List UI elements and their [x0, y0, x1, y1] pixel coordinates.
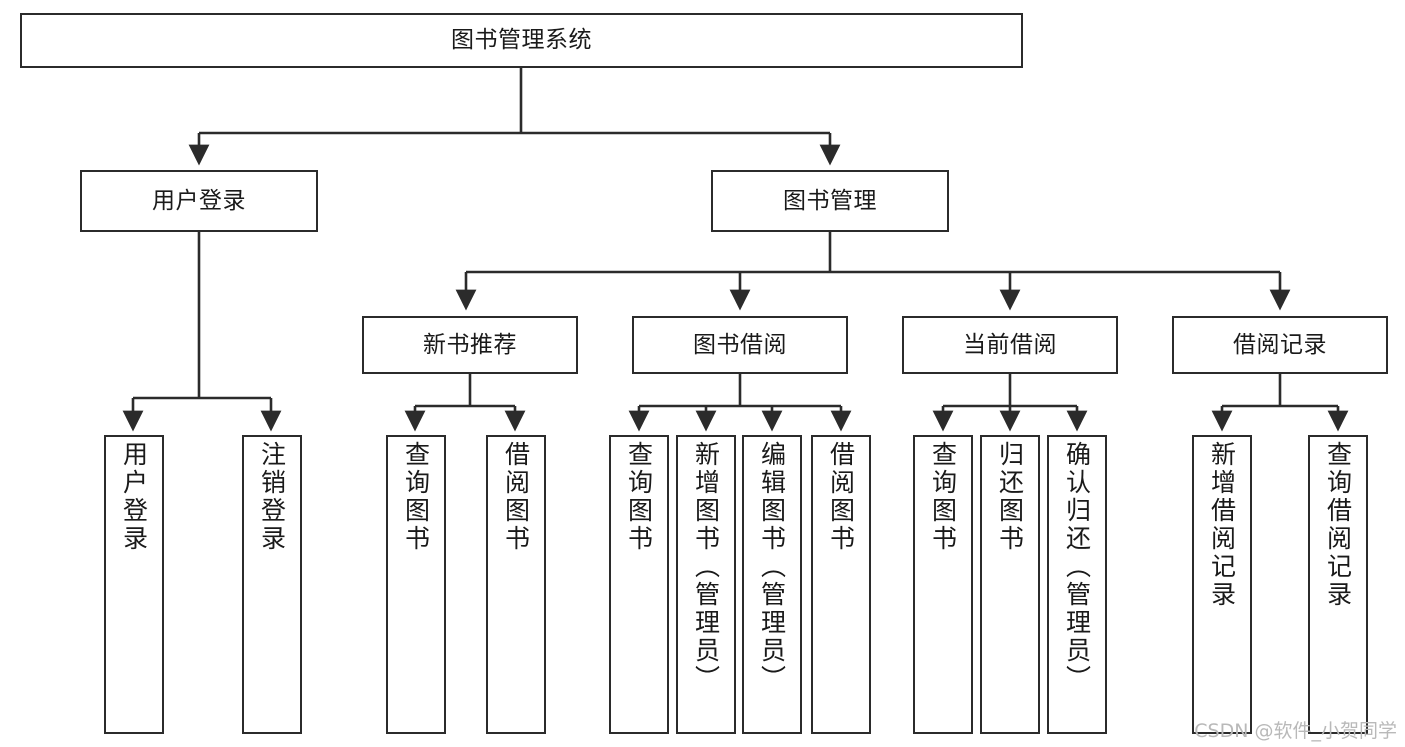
node-book-management-system[interactable]: 图书管理系统 [20, 13, 1023, 68]
node-leaf-borrow-book-1[interactable]: 借阅图书 [486, 435, 546, 734]
node-leaf-query-record[interactable]: 查询借阅记录 [1308, 435, 1368, 734]
node-current-borrow[interactable]: 当前借阅 [902, 316, 1118, 374]
node-label: 查询图书 [928, 441, 958, 553]
node-label: 借阅图书 [501, 441, 531, 553]
node-label: 借阅图书 [826, 441, 856, 553]
node-label: 图书借阅 [693, 331, 787, 358]
node-leaf-add-book[interactable]: 新增图书（管理员） [676, 435, 736, 734]
node-label: 编辑图书（管理员） [757, 441, 787, 693]
node-label: 用户登录 [152, 187, 246, 214]
node-label: 查询图书 [624, 441, 654, 553]
watermark-text: CSDN @软件_小贺同学 [1194, 720, 1397, 742]
node-new-book-recommend[interactable]: 新书推荐 [362, 316, 578, 374]
node-leaf-add-record[interactable]: 新增借阅记录 [1192, 435, 1252, 734]
node-leaf-query-book-1[interactable]: 查询图书 [386, 435, 446, 734]
node-leaf-borrow-book-2[interactable]: 借阅图书 [811, 435, 871, 734]
node-label: 图书管理系统 [451, 27, 592, 54]
node-leaf-return-book[interactable]: 归还图书 [980, 435, 1040, 734]
node-leaf-query-book-2[interactable]: 查询图书 [609, 435, 669, 734]
node-borrow-record[interactable]: 借阅记录 [1172, 316, 1388, 374]
node-user-login[interactable]: 用户登录 [80, 170, 318, 232]
node-label: 借阅记录 [1233, 331, 1327, 358]
node-label: 查询图书 [401, 441, 431, 553]
node-label: 查询借阅记录 [1323, 441, 1353, 609]
node-leaf-edit-book[interactable]: 编辑图书（管理员） [742, 435, 802, 734]
node-label: 新书推荐 [423, 331, 517, 358]
node-label: 注销登录 [257, 441, 287, 553]
node-leaf-logout[interactable]: 注销登录 [242, 435, 302, 734]
node-book-management[interactable]: 图书管理 [711, 170, 949, 232]
node-label: 新增图书（管理员） [691, 441, 721, 693]
node-label: 图书管理 [783, 187, 877, 214]
node-label: 归还图书 [995, 441, 1025, 553]
node-book-borrow[interactable]: 图书借阅 [632, 316, 848, 374]
node-label: 用户登录 [119, 441, 149, 553]
node-leaf-user-login[interactable]: 用户登录 [104, 435, 164, 734]
node-label: 新增借阅记录 [1207, 441, 1237, 609]
node-leaf-query-book-3[interactable]: 查询图书 [913, 435, 973, 734]
node-label: 当前借阅 [963, 331, 1057, 358]
node-label: 确认归还（管理员） [1062, 441, 1092, 693]
node-leaf-confirm-return[interactable]: 确认归还（管理员） [1047, 435, 1107, 734]
